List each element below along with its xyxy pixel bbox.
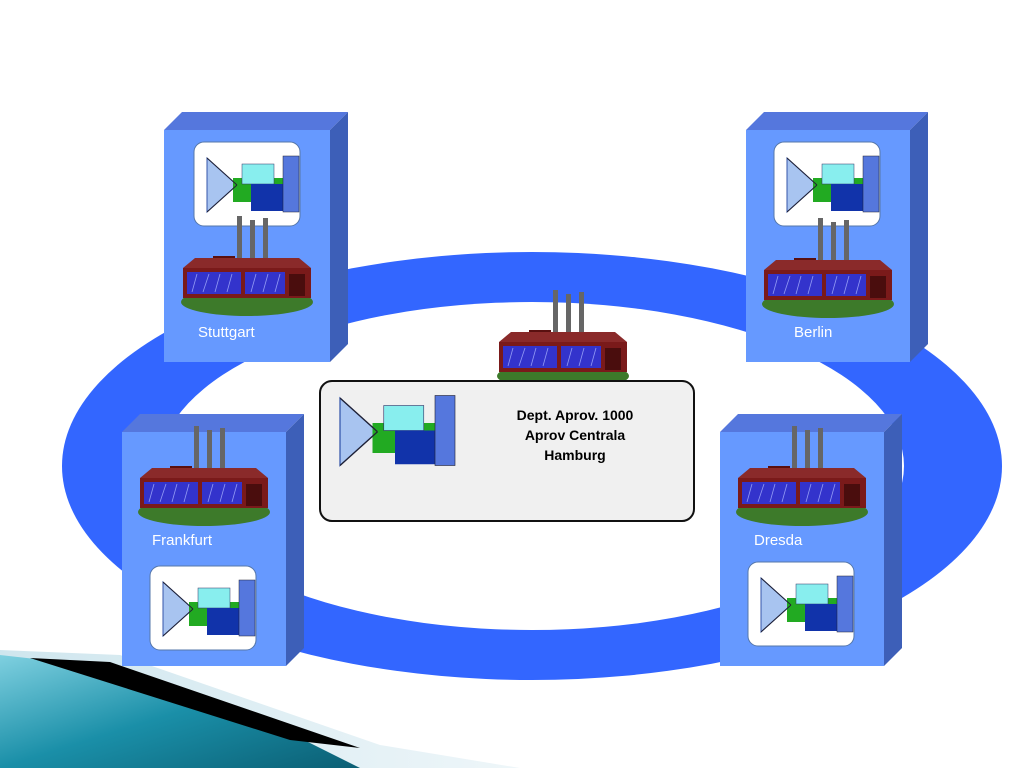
headquarters-line-2: Aprov Centrala	[524, 427, 626, 443]
branch-label-stuttgart: Stuttgart	[198, 324, 255, 341]
headquarters-line-3: Hamburg	[544, 447, 606, 463]
branch-box-stuttgart	[164, 112, 348, 362]
branch-label-dresda: Dresda	[754, 532, 803, 549]
headquarters	[319, 289, 695, 522]
headquarters-label: Dept. Aprov. 1000 Aprov Centrala Hamburg	[500, 405, 650, 465]
branch-box-dresda	[720, 414, 902, 666]
headquarters-line-1: Dept. Aprov. 1000	[516, 407, 634, 423]
branch-box-berlin	[746, 112, 928, 362]
corner-swoosh-black	[30, 658, 360, 748]
corner-swoosh-teal	[0, 655, 360, 768]
branch-box-frankfurt	[122, 414, 304, 666]
branch-label-berlin: Berlin	[794, 324, 833, 341]
branch-label-frankfurt: Frankfurt	[152, 532, 213, 549]
